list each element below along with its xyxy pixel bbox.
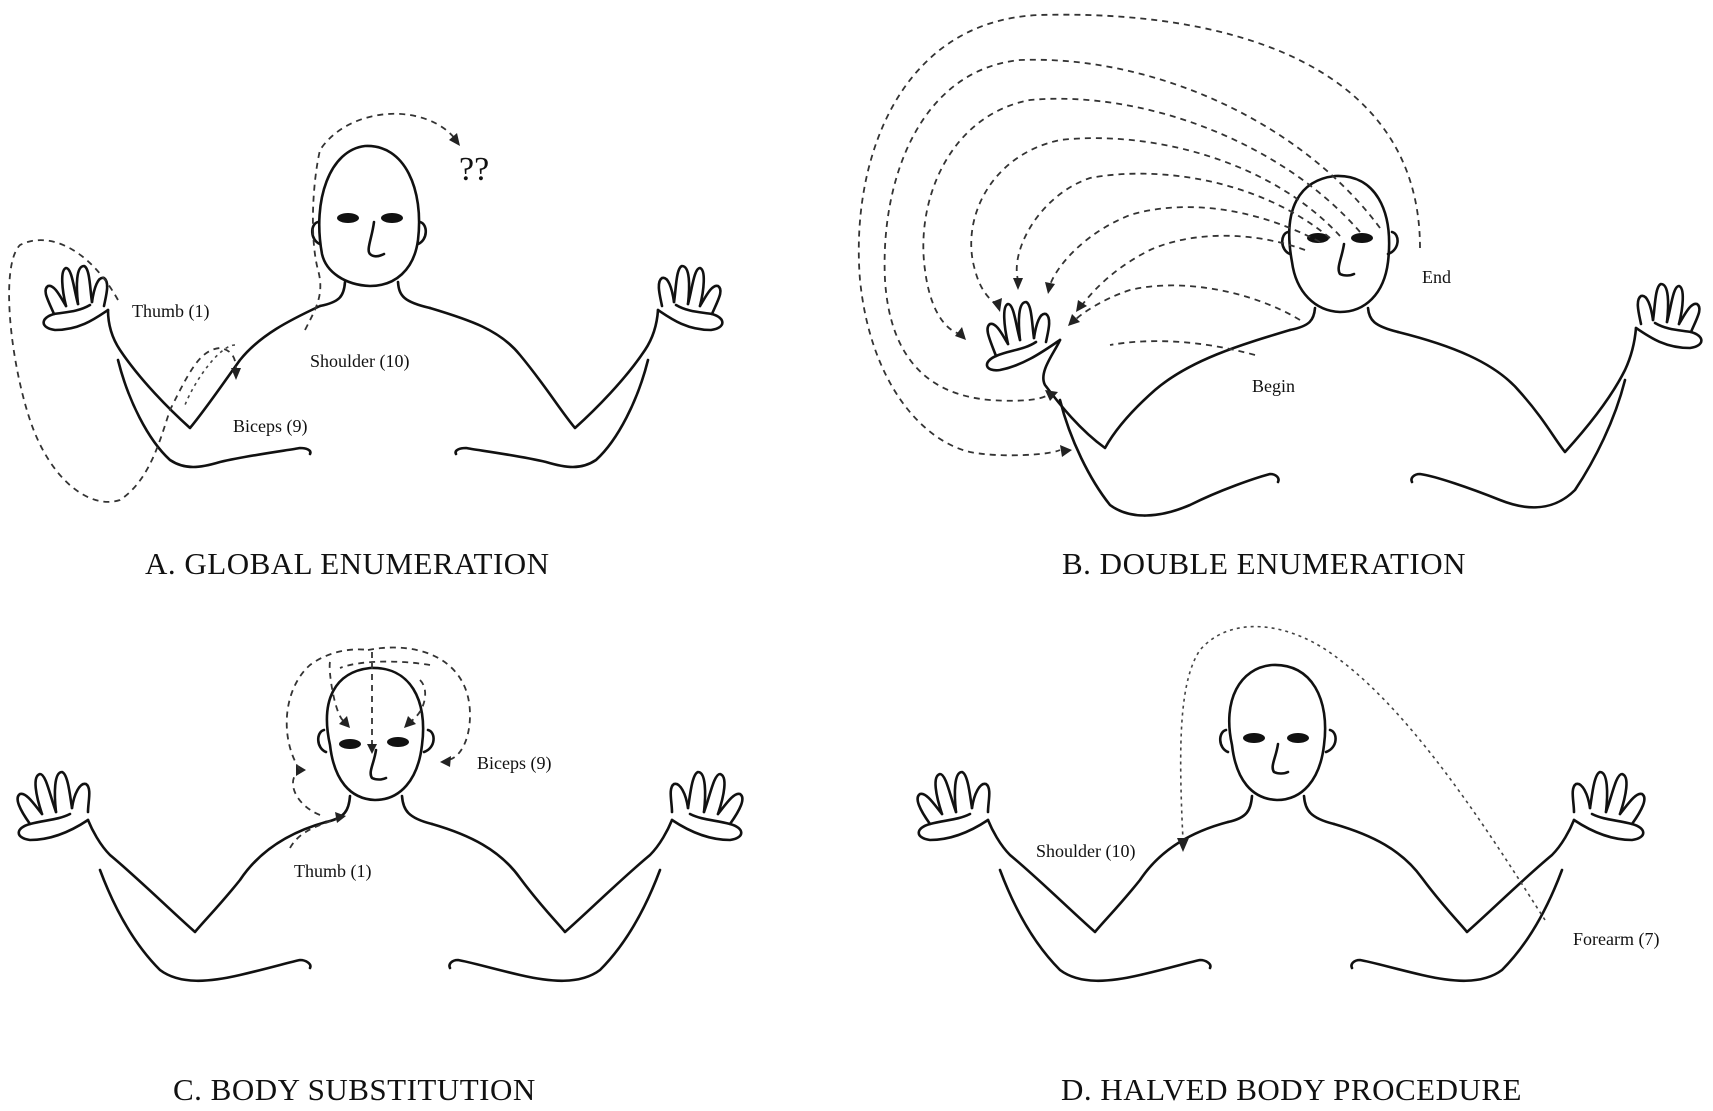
label-shoulder: Shoulder (10): [1036, 841, 1135, 862]
caption-d: D. HALVED BODY PROCEDURE: [1061, 1072, 1522, 1107]
arrow-icon: [1045, 282, 1055, 294]
arrow-icon: [1177, 838, 1189, 852]
enumeration-path-d: [1177, 627, 1545, 920]
label-thumb: Thumb (1): [294, 861, 371, 882]
panel-b: End Begin B. DOUBLE ENUMERATION: [859, 15, 1702, 581]
panel-a: ?? Thumb (1) Shoulder (10) Biceps (9) A.…: [9, 114, 722, 581]
arrow-icon: [1060, 445, 1072, 457]
arrow-icon: [440, 756, 451, 767]
panel-d: Shoulder (10) Forearm (7) D. HALVED BODY…: [918, 627, 1660, 1107]
arrow-icon: [1076, 300, 1087, 312]
label-biceps: Biceps (9): [233, 416, 307, 437]
caption-a: A. GLOBAL ENUMERATION: [145, 546, 550, 581]
arrow-icon: [231, 368, 241, 380]
caption-b: B. DOUBLE ENUMERATION: [1062, 546, 1466, 581]
arrow-icon: [1068, 314, 1080, 326]
enumeration-path-a: [9, 114, 460, 502]
eye-icon: [381, 213, 403, 223]
label-begin: Begin: [1252, 376, 1295, 396]
label-shoulder: Shoulder (10): [310, 351, 409, 372]
label-biceps: Biceps (9): [477, 753, 551, 774]
label-end: End: [1422, 267, 1451, 287]
question-marks: ??: [459, 151, 489, 188]
enumeration-path-b: [859, 15, 1420, 457]
eye-icon: [1287, 733, 1309, 743]
caption-c: C. BODY SUBSTITUTION: [173, 1072, 536, 1107]
enumeration-path-c: [287, 648, 470, 848]
body-figure-b: [987, 176, 1701, 516]
arrow-icon: [1013, 278, 1023, 290]
label-thumb: Thumb (1): [132, 301, 209, 322]
panel-c: Biceps (9) Thumb (1) C. BODY SUBSTITUTIO…: [18, 648, 743, 1107]
face-c: [339, 737, 409, 780]
body-figure-d: [918, 665, 1645, 981]
arrow-icon: [992, 298, 1002, 312]
eye-icon: [1351, 233, 1373, 243]
label-forearm: Forearm (7): [1573, 929, 1659, 950]
eye-icon: [1243, 733, 1265, 743]
eye-icon: [387, 737, 409, 747]
eye-icon: [339, 739, 361, 749]
body-figure-c: [18, 668, 743, 981]
arrow-icon: [404, 716, 416, 728]
face-d: [1243, 733, 1309, 774]
eye-icon: [337, 213, 359, 223]
face-a: [337, 213, 403, 256]
